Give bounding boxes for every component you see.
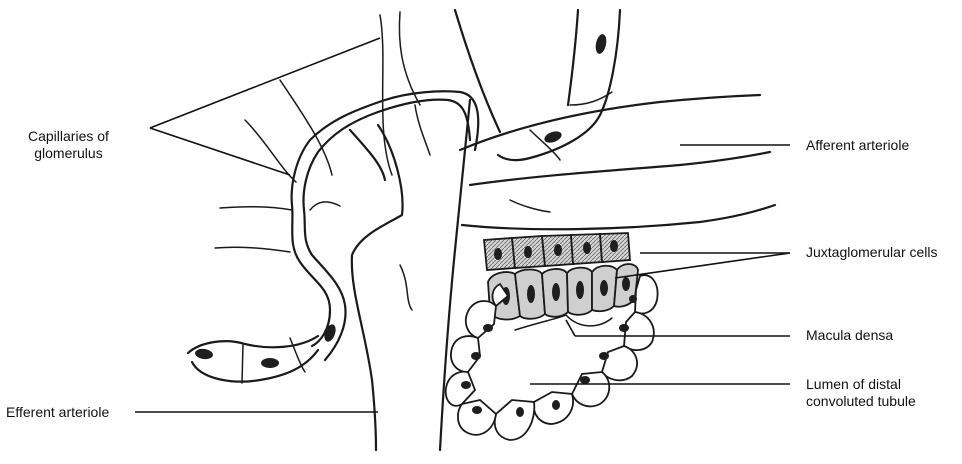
leader-juxtaglomerular-lower	[615, 253, 790, 278]
label-capillaries-of-glomerulus: Capillaries of glomerulus	[28, 128, 109, 162]
leader-capillaries-lower	[150, 128, 290, 175]
macula-densa-cells	[488, 264, 638, 319]
label-juxtaglomerular-cells: Juxtaglomerular cells	[806, 244, 938, 261]
label-macula-densa: Macula densa	[806, 327, 893, 344]
upper-capillary	[455, 10, 620, 160]
label-lumen-of-distal-convoluted-tubule: Lumen of distal convoluted tubule	[806, 376, 916, 410]
label-capillaries-line2: glomerulus	[28, 145, 109, 162]
label-capillaries-line1: Capillaries of	[28, 128, 109, 145]
label-lumen-line1: Lumen of distal	[806, 376, 916, 393]
lower-capillary	[188, 323, 338, 383]
juxtaglomerular-cells	[484, 233, 630, 270]
label-afferent-arteriole: Afferent arteriole	[806, 137, 909, 154]
leader-macula-densa	[566, 320, 575, 336]
label-efferent-arteriole: Efferent arteriole	[6, 404, 109, 421]
afferent-arteriole	[460, 95, 775, 229]
label-lumen-line2: convoluted tubule	[806, 393, 916, 410]
